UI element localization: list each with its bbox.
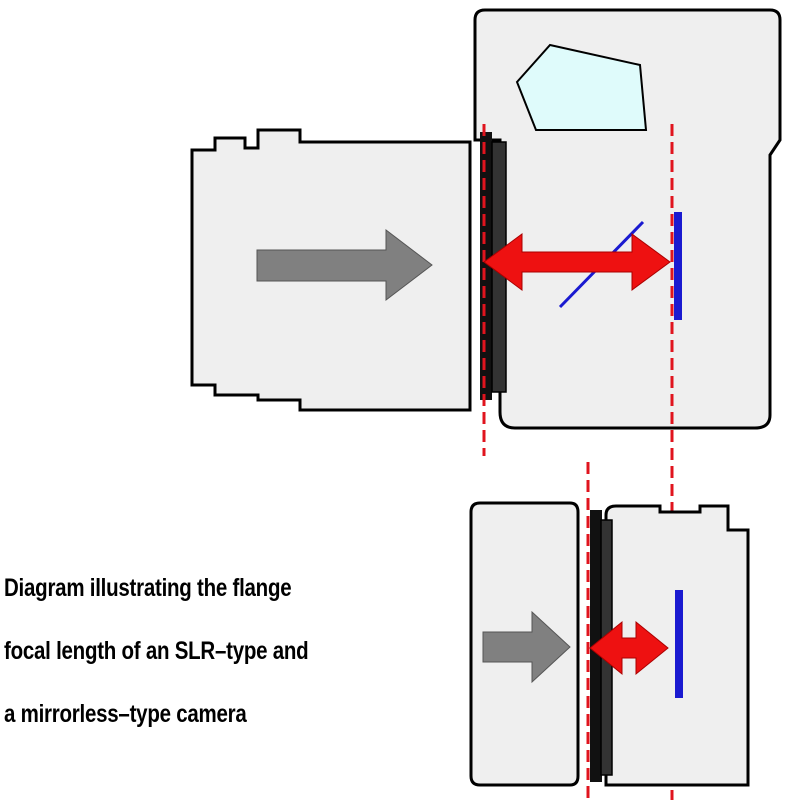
caption-line-3: a mirrorless–type camera — [4, 700, 247, 728]
mirrorless-flange-distance-arrow — [589, 620, 669, 676]
mirrorless-light-direction-arrow — [482, 610, 571, 684]
slr-sensor — [674, 212, 682, 320]
slr-light-direction-arrow — [256, 228, 433, 302]
caption-line-1: Diagram illustrating the flange — [4, 574, 292, 602]
slr-flange-distance-arrow — [483, 233, 671, 291]
viewfinder-prism — [515, 43, 648, 131]
caption-line-2: focal length of an SLR–type and — [4, 637, 309, 665]
mirrorless-sensor — [675, 590, 683, 698]
